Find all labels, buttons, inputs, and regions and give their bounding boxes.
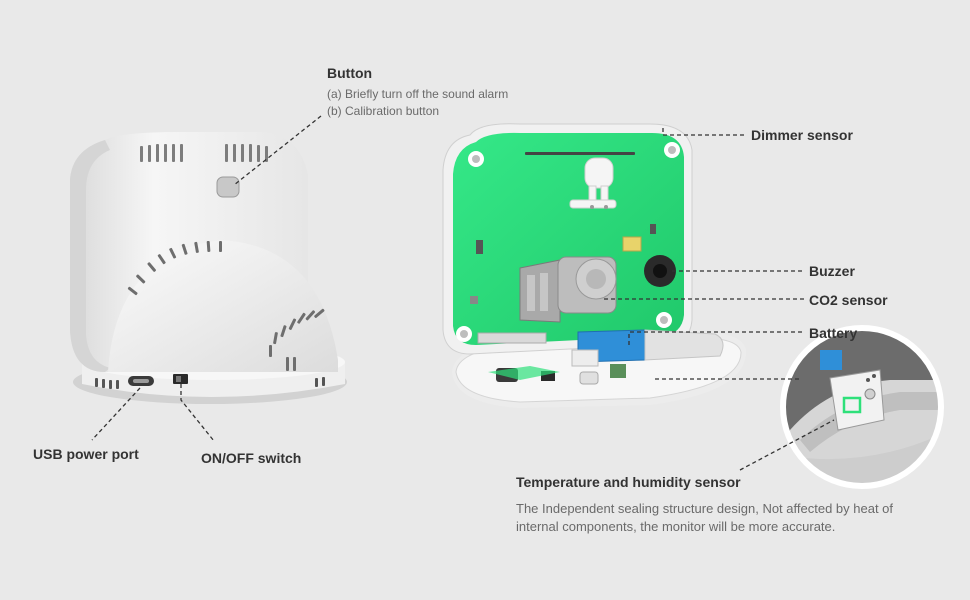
leader-dimmer [662, 128, 744, 136]
dome-vents [127, 240, 325, 371]
light-guide [569, 157, 617, 209]
device-back-view [70, 132, 347, 404]
temp-humidity-description: The Independent sealing structure design… [516, 501, 894, 534]
base-connectors [477, 332, 626, 385]
battery-pack [577, 329, 724, 363]
leader-button [233, 115, 322, 186]
yellow-component [622, 236, 642, 252]
dimmer-sensor-label: Dimmer sensor [751, 127, 853, 143]
co2-sensor-module [519, 256, 617, 323]
sensor-magnifier [780, 325, 944, 489]
leader-lines [91, 115, 835, 471]
button-desc-b: (b) Calibration button [327, 104, 440, 118]
leader-temp-detail [739, 419, 835, 471]
device-side-edge [70, 140, 110, 372]
on-off-switch-label: ON/OFF switch [201, 450, 302, 466]
battery-label: Battery [809, 325, 858, 341]
calibration-button-shape [216, 176, 240, 198]
usb-power-port-label: USB power port [33, 446, 139, 462]
pin-row [525, 152, 635, 155]
co2-sensor-label: CO2 sensor [809, 292, 888, 308]
device-open-view [442, 123, 747, 408]
top-vents [140, 144, 268, 162]
temp-humidity-label: Temperature and humidity sensor [516, 474, 741, 490]
leader-switch [180, 384, 215, 442]
buzzer-label: Buzzer [809, 263, 855, 279]
smd-component [476, 240, 483, 254]
base-vents [95, 377, 325, 389]
dome-stand [108, 240, 338, 372]
leader-usb [91, 387, 141, 441]
mounting-holes [456, 142, 680, 342]
leader-battery [628, 331, 804, 345]
pcb-board [453, 132, 684, 345]
button-desc-a: (a) Briefly turn off the sound alarm [327, 87, 509, 101]
button-label: Button [327, 65, 373, 81]
